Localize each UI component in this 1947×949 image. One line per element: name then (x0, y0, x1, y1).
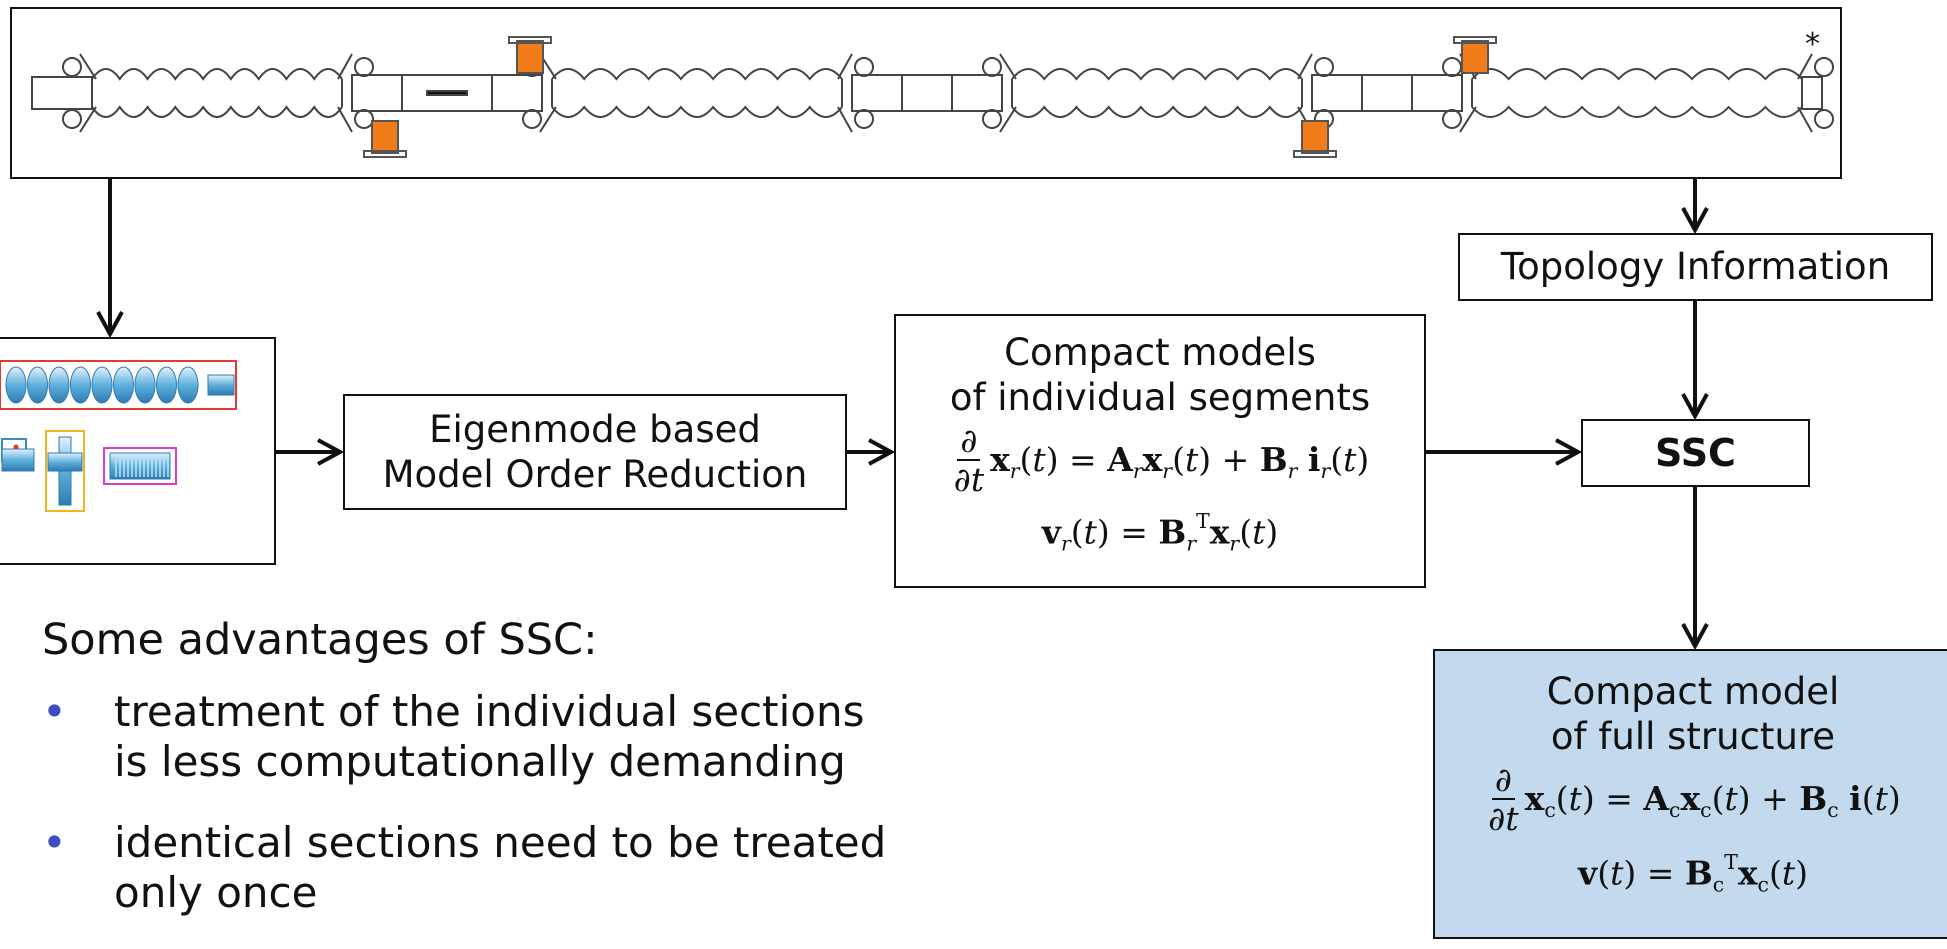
advantage-line: treatment of the individual sections (114, 687, 865, 736)
segment-state-equation: ∂∂t xr(t) = Arxr(t) + Br ir(t) (953, 421, 1370, 499)
ssc-label: SSC (1655, 431, 1736, 475)
segment-output-equation: vr(t) = BrTxr(t) (1041, 508, 1279, 556)
topology-box: Topology Information (1458, 233, 1933, 301)
flow-arrows (0, 179, 1947, 918)
compact-segments-title-1: Compact models (1004, 331, 1316, 374)
ssc-box: SSC (1581, 419, 1810, 487)
bullet-icon: • (42, 817, 67, 867)
magenta-segment-frame (103, 447, 177, 485)
cavity-chain-illustration (31, 36, 1834, 158)
compact-full-title-2: of full structure (1550, 715, 1836, 759)
bullet-icon: • (42, 687, 67, 736)
advantage-item: • treatment of the individual sections i… (42, 687, 1074, 788)
full-structure-drawing: * (10, 7, 1842, 179)
compact-full-title-1: Compact model (1546, 670, 1840, 713)
segments-box (0, 337, 276, 565)
yellow-segment-frame (45, 430, 85, 512)
star-mark: * (1805, 27, 1820, 62)
mor-box: Eigenmode based Model Order Reduction (343, 394, 847, 510)
advantage-item: • identical sections need to be treated … (42, 818, 1074, 919)
advantages-title: Some advantages of SSC: (42, 615, 598, 665)
red-segment-frame (0, 360, 237, 410)
advantage-line: identical sections need to be treated (114, 817, 887, 867)
segment-models-illustration (0, 360, 237, 512)
compact-full-box: Compact model of full structure ∂∂t xc(t… (1433, 649, 1947, 939)
mor-label-line2: Model Order Reduction (382, 453, 808, 496)
advantage-line: is less computationally demanding (114, 737, 846, 787)
topology-label: Topology Information (1500, 245, 1891, 289)
compact-segments-box: Compact models of individual segments ∂∂… (894, 314, 1426, 588)
mor-label-line1: Eigenmode based (429, 407, 761, 451)
full-state-equation: ∂∂t xc(t) = Acxc(t) + Bc i(t) (1488, 760, 1901, 838)
advantages-section: Some advantages of SSC: • treatment of t… (42, 615, 1042, 949)
full-output-equation: v(t) = BcTxc(t) (1578, 849, 1808, 897)
advantage-line: only once (114, 868, 318, 918)
compact-segments-title-2: of individual segments (949, 376, 1371, 420)
